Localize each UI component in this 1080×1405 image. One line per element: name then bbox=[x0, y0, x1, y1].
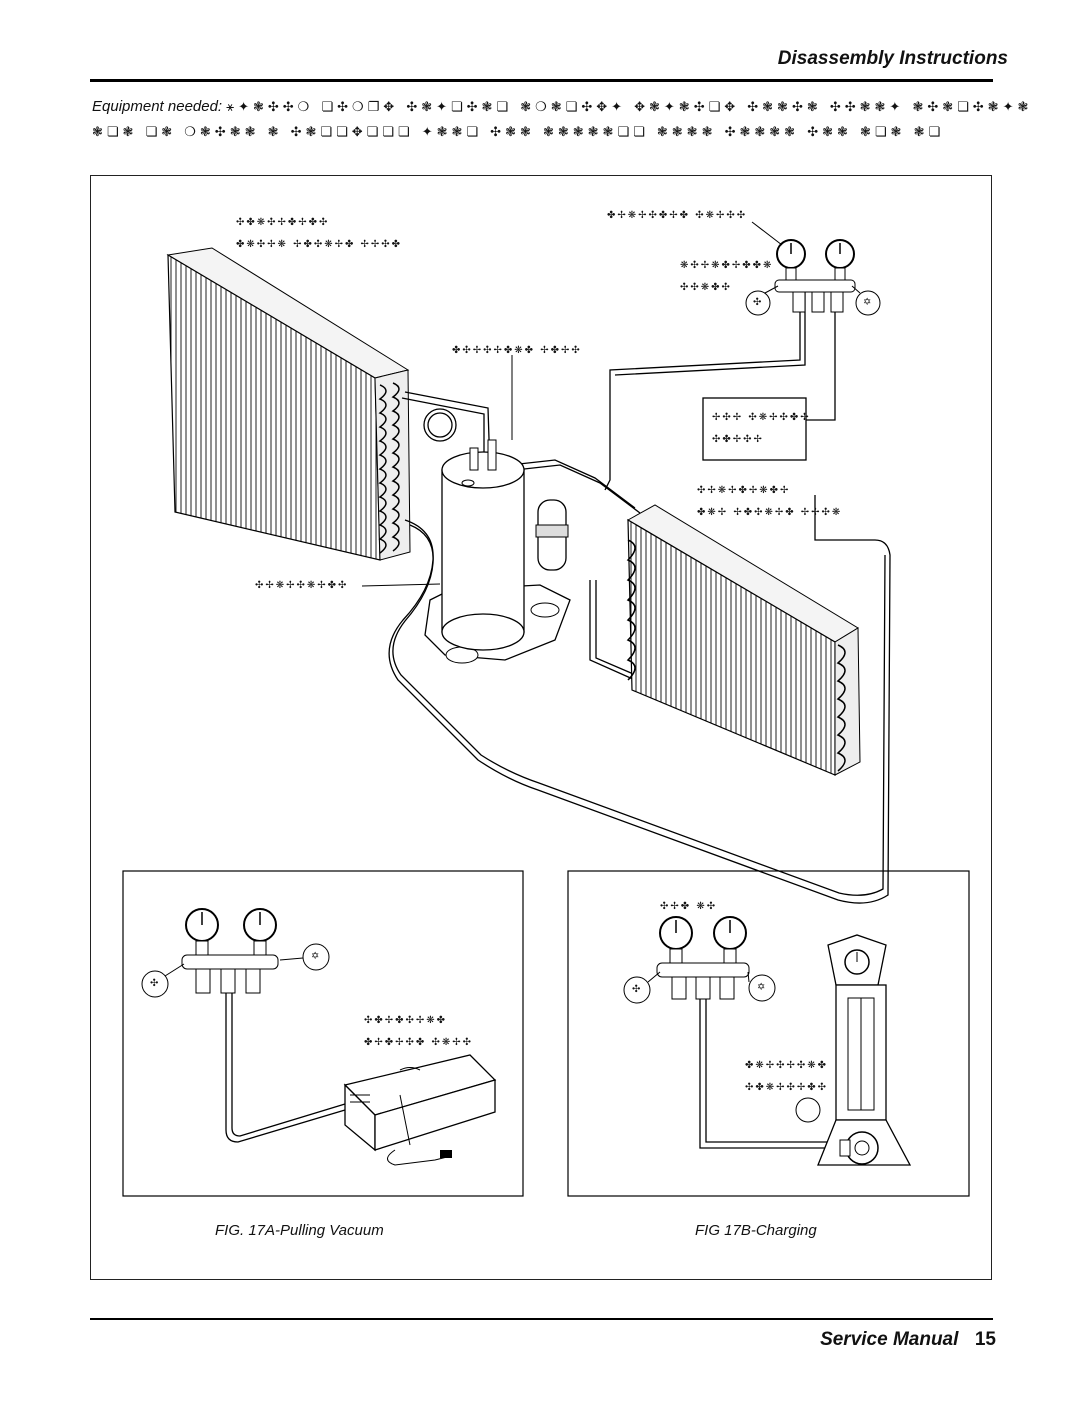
compressor-label: ✣✢❋✢✣❋✢✤✣ bbox=[255, 580, 349, 591]
indoor-coil bbox=[166, 247, 411, 561]
vacuum-pump-label-line1: ✣✤✢✤✣✢❋✤ bbox=[364, 1015, 448, 1026]
fig-b-gauges bbox=[623, 916, 840, 1149]
charging-cylinder bbox=[795, 934, 912, 1166]
page-number: 15 bbox=[974, 1329, 996, 1350]
indoor-coil-label: ✣✤❋✣✢✤✢✤✣ ✤❋✣✢❋ ✢✤✣❋✢✤ ✢✢✣✤ bbox=[236, 212, 402, 256]
charging-cylinder-label: ✤❋✢✣✢✣❋✤ ✣✤❋✢✣✢✤✣ bbox=[745, 1055, 828, 1099]
fig-a-gauges bbox=[141, 908, 346, 1143]
vacuum-pump-label-line2: ✤✢✤✢✣✤ ✣❋✢✣ bbox=[364, 1037, 473, 1048]
fig-b-gauge-label: ✣✢✤ ❋✣ bbox=[660, 901, 718, 912]
main-hi-marker: ✣ bbox=[753, 297, 764, 308]
indoor-coil-label-line1: ✣✤❋✣✢✤✢✤✣ bbox=[236, 217, 330, 228]
fig-b-caption: FIG 17B-Charging bbox=[695, 1222, 817, 1239]
compressor bbox=[424, 439, 571, 664]
manifold-label: ❋✣✢❋✤✢✤✤❋ ✣✣❋✤✣ bbox=[680, 255, 773, 299]
footer-title: Service Manual bbox=[820, 1329, 959, 1350]
fig-a-lo-marker: ✡ bbox=[311, 951, 322, 962]
fig-a-hi-marker: ✣ bbox=[150, 978, 161, 989]
manifold-gauge-set bbox=[745, 239, 881, 316]
page-footer: Service Manual 15 bbox=[820, 1329, 996, 1351]
refrigerant-tubing bbox=[388, 290, 891, 904]
footer-rule bbox=[90, 1318, 993, 1320]
fig-b-frame bbox=[567, 870, 970, 1197]
box-label-line2: ✣✤✢✣✢ bbox=[712, 434, 764, 445]
equipment-text-2: ❃❏❃ ❏❃ ❍❃✣❃❃ ❃ ✣❃❏❏✥❏❏❏ ✦❃❃❏ ✣❃❃ ❃❃❃❃❃❏❏… bbox=[92, 125, 945, 140]
vacuum-pump-label: ✣✤✢✤✣✢❋✤ ✤✢✤✢✣✤ ✣❋✢✣ bbox=[364, 1010, 473, 1054]
outdoor-coil-label-line2: ✤❋✢ ✢✤✣❋✢✤ ✢✢✣❋ bbox=[697, 507, 843, 518]
outdoor-coil-label: ✣✢❋✢✤✢❋✤✢ ✤❋✢ ✢✤✣❋✢✤ ✢✢✣❋ bbox=[697, 480, 842, 524]
equipment-line-2: ❃❏❃ ❏❃ ❍❃✣❃❃ ❃ ✣❃❏❏✥❏❏❏ ✦❃❃❏ ✣❃❃ ❃❃❃❃❃❏❏… bbox=[92, 120, 1080, 145]
vacuum-pump bbox=[343, 1054, 497, 1166]
main-lo-marker: ✡ bbox=[863, 297, 874, 308]
manifold-label-line1: ❋✣✢❋✤✢✤✤❋ bbox=[680, 260, 774, 271]
leader-lines bbox=[361, 221, 783, 587]
charging-cylinder-label-line2: ✣✤❋✢✣✢✤✣ bbox=[745, 1082, 829, 1093]
pressure-gauge-label: ✤✢❋✢✣✤✢✤ ✣❋✢✣✣ bbox=[607, 210, 748, 221]
manifold-label-line2: ✣✣❋✤✣ bbox=[680, 282, 732, 293]
box-label-line1: ✢✣✢ ✣❋✢✣✤✢ bbox=[712, 412, 811, 423]
box-label: ✢✣✢ ✣❋✢✣✤✢ ✣✤✢✣✢ bbox=[712, 407, 811, 451]
fig-b-hi-marker: ✣ bbox=[632, 984, 643, 995]
capillary-tube-label: ✤✣✢✣✢✤❋✤ ✢✤✢✣ bbox=[452, 345, 582, 356]
outdoor-coil-label-line1: ✣✢❋✢✤✢❋✤✢ bbox=[697, 485, 791, 496]
equipment-line-1: Equipment needed: ⚹✦❃✣✣❍ ❏✣❍❐✥ ✣❃✦❏✣❃❏ ❃… bbox=[92, 95, 1080, 120]
equipment-text-1: ⚹✦❃✣✣❍ ❏✣❍❐✥ ✣❃✦❏✣❃❏ ❃❍❃❏✣✥✦ ✥❃✦❃✣❏✥ ✣❃❃… bbox=[226, 100, 1033, 115]
fig-a-frame bbox=[122, 870, 524, 1197]
equipment-label: Equipment needed: bbox=[92, 98, 223, 115]
label-box bbox=[702, 397, 807, 461]
fig-b-lo-marker: ✡ bbox=[757, 982, 768, 993]
figure-frame bbox=[90, 175, 992, 1280]
outdoor-coil bbox=[626, 504, 861, 776]
accumulator bbox=[535, 499, 569, 571]
fig-a-caption: FIG. 17A-Pulling Vacuum bbox=[215, 1222, 384, 1239]
indoor-coil-label-line2: ✤❋✣✢❋ ✢✤✣❋✢✤ ✢✢✣✤ bbox=[236, 239, 403, 250]
page-header-title: Disassembly Instructions bbox=[777, 48, 1008, 69]
charging-cylinder-label-line1: ✤❋✢✣✢✣❋✤ bbox=[745, 1060, 829, 1071]
header-rule bbox=[90, 79, 993, 82]
